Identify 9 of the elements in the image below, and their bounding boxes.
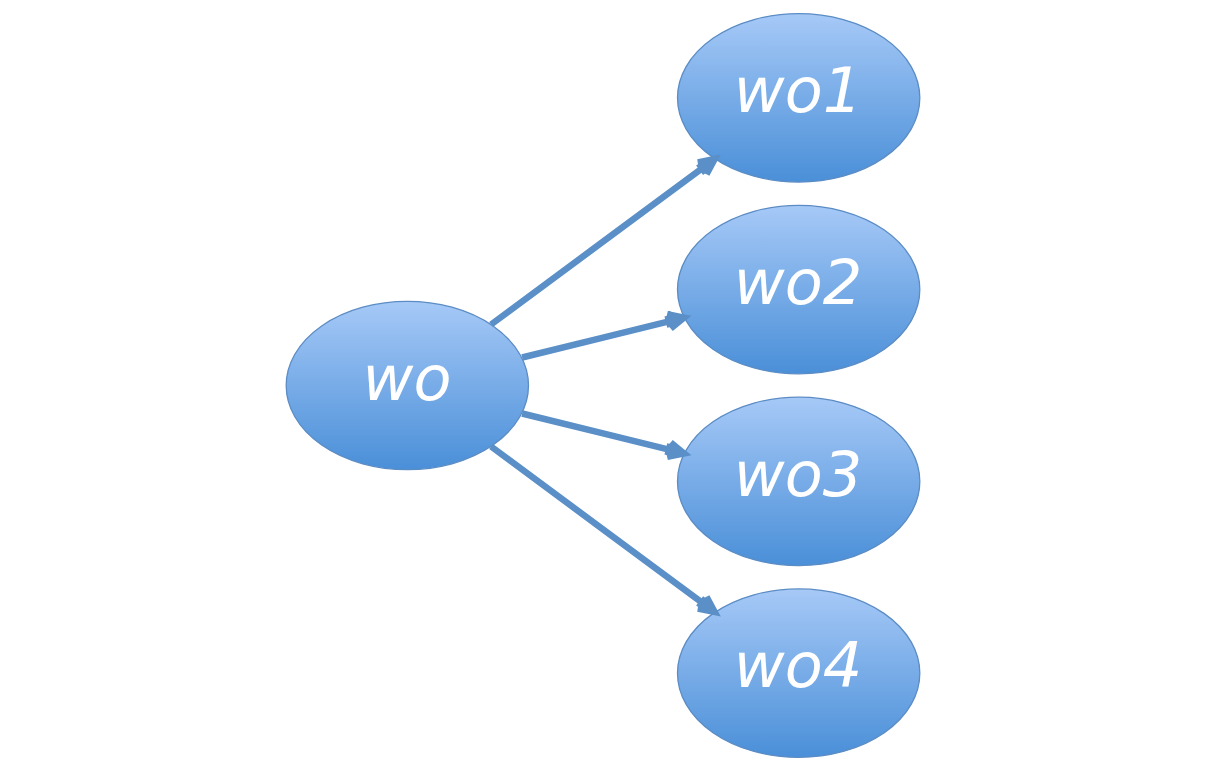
node-ellipse: wo3 [676,396,920,567]
arrow [520,310,688,361]
arrow [488,443,718,616]
arrow [520,410,688,461]
arrow [488,155,718,328]
node-ellipse: wo4 [676,588,920,759]
node-ellipse: wo [285,300,529,471]
node-ellipse: wo1 [676,12,920,183]
node-ellipse: wo2 [676,204,920,375]
